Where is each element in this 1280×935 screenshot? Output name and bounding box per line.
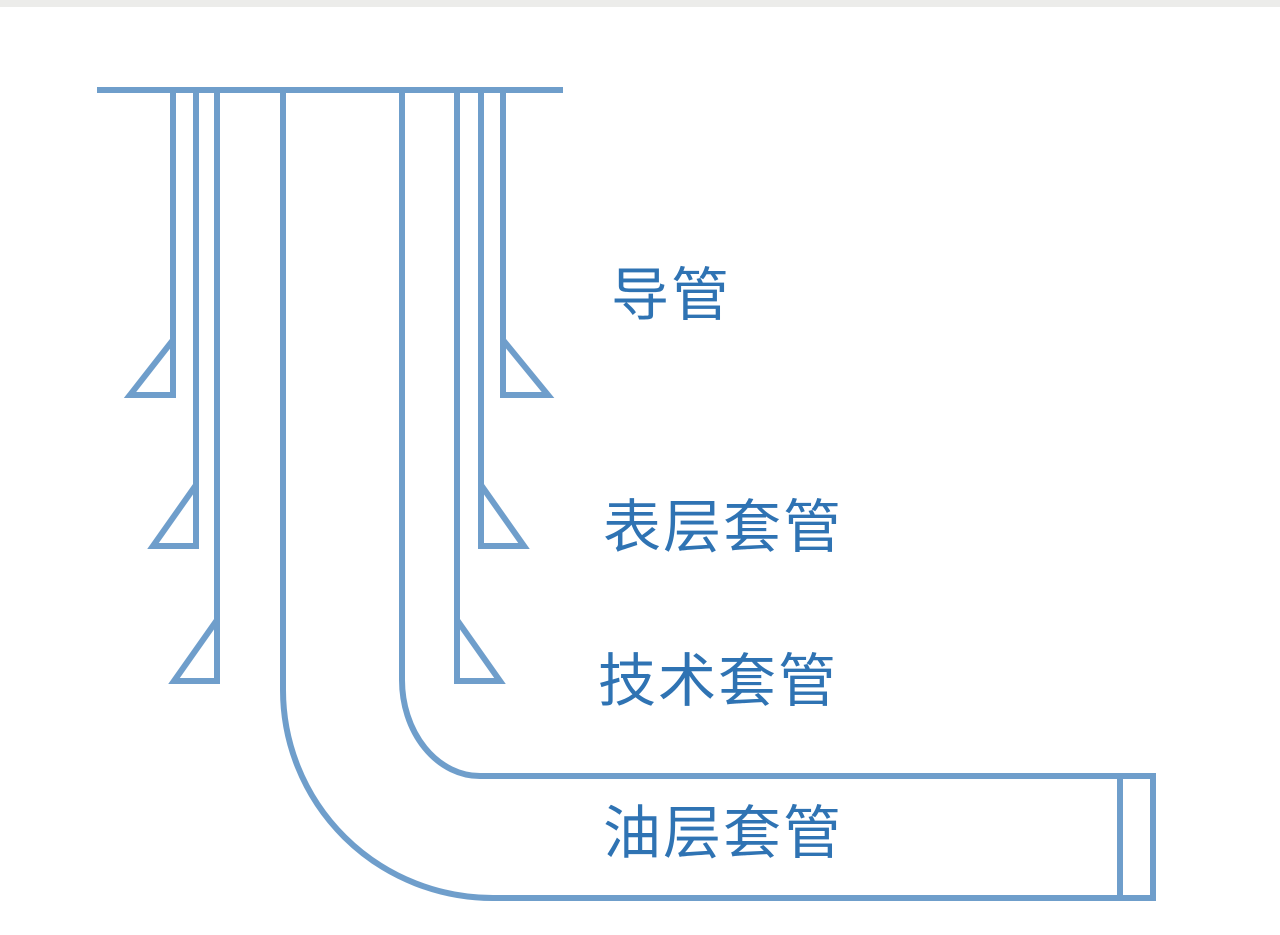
- label-surface-casing: 表层套管: [603, 493, 844, 561]
- surface-casing: [147, 90, 530, 549]
- production-casing: [280, 90, 1156, 901]
- top-border: [0, 0, 1280, 7]
- label-production-casing: 油层套管: [603, 799, 844, 867]
- label-conductor: 导管: [611, 261, 732, 329]
- conductor-casing: [123, 90, 555, 398]
- technical-casing: [168, 90, 506, 684]
- label-technical-casing: 技术套管: [598, 647, 839, 715]
